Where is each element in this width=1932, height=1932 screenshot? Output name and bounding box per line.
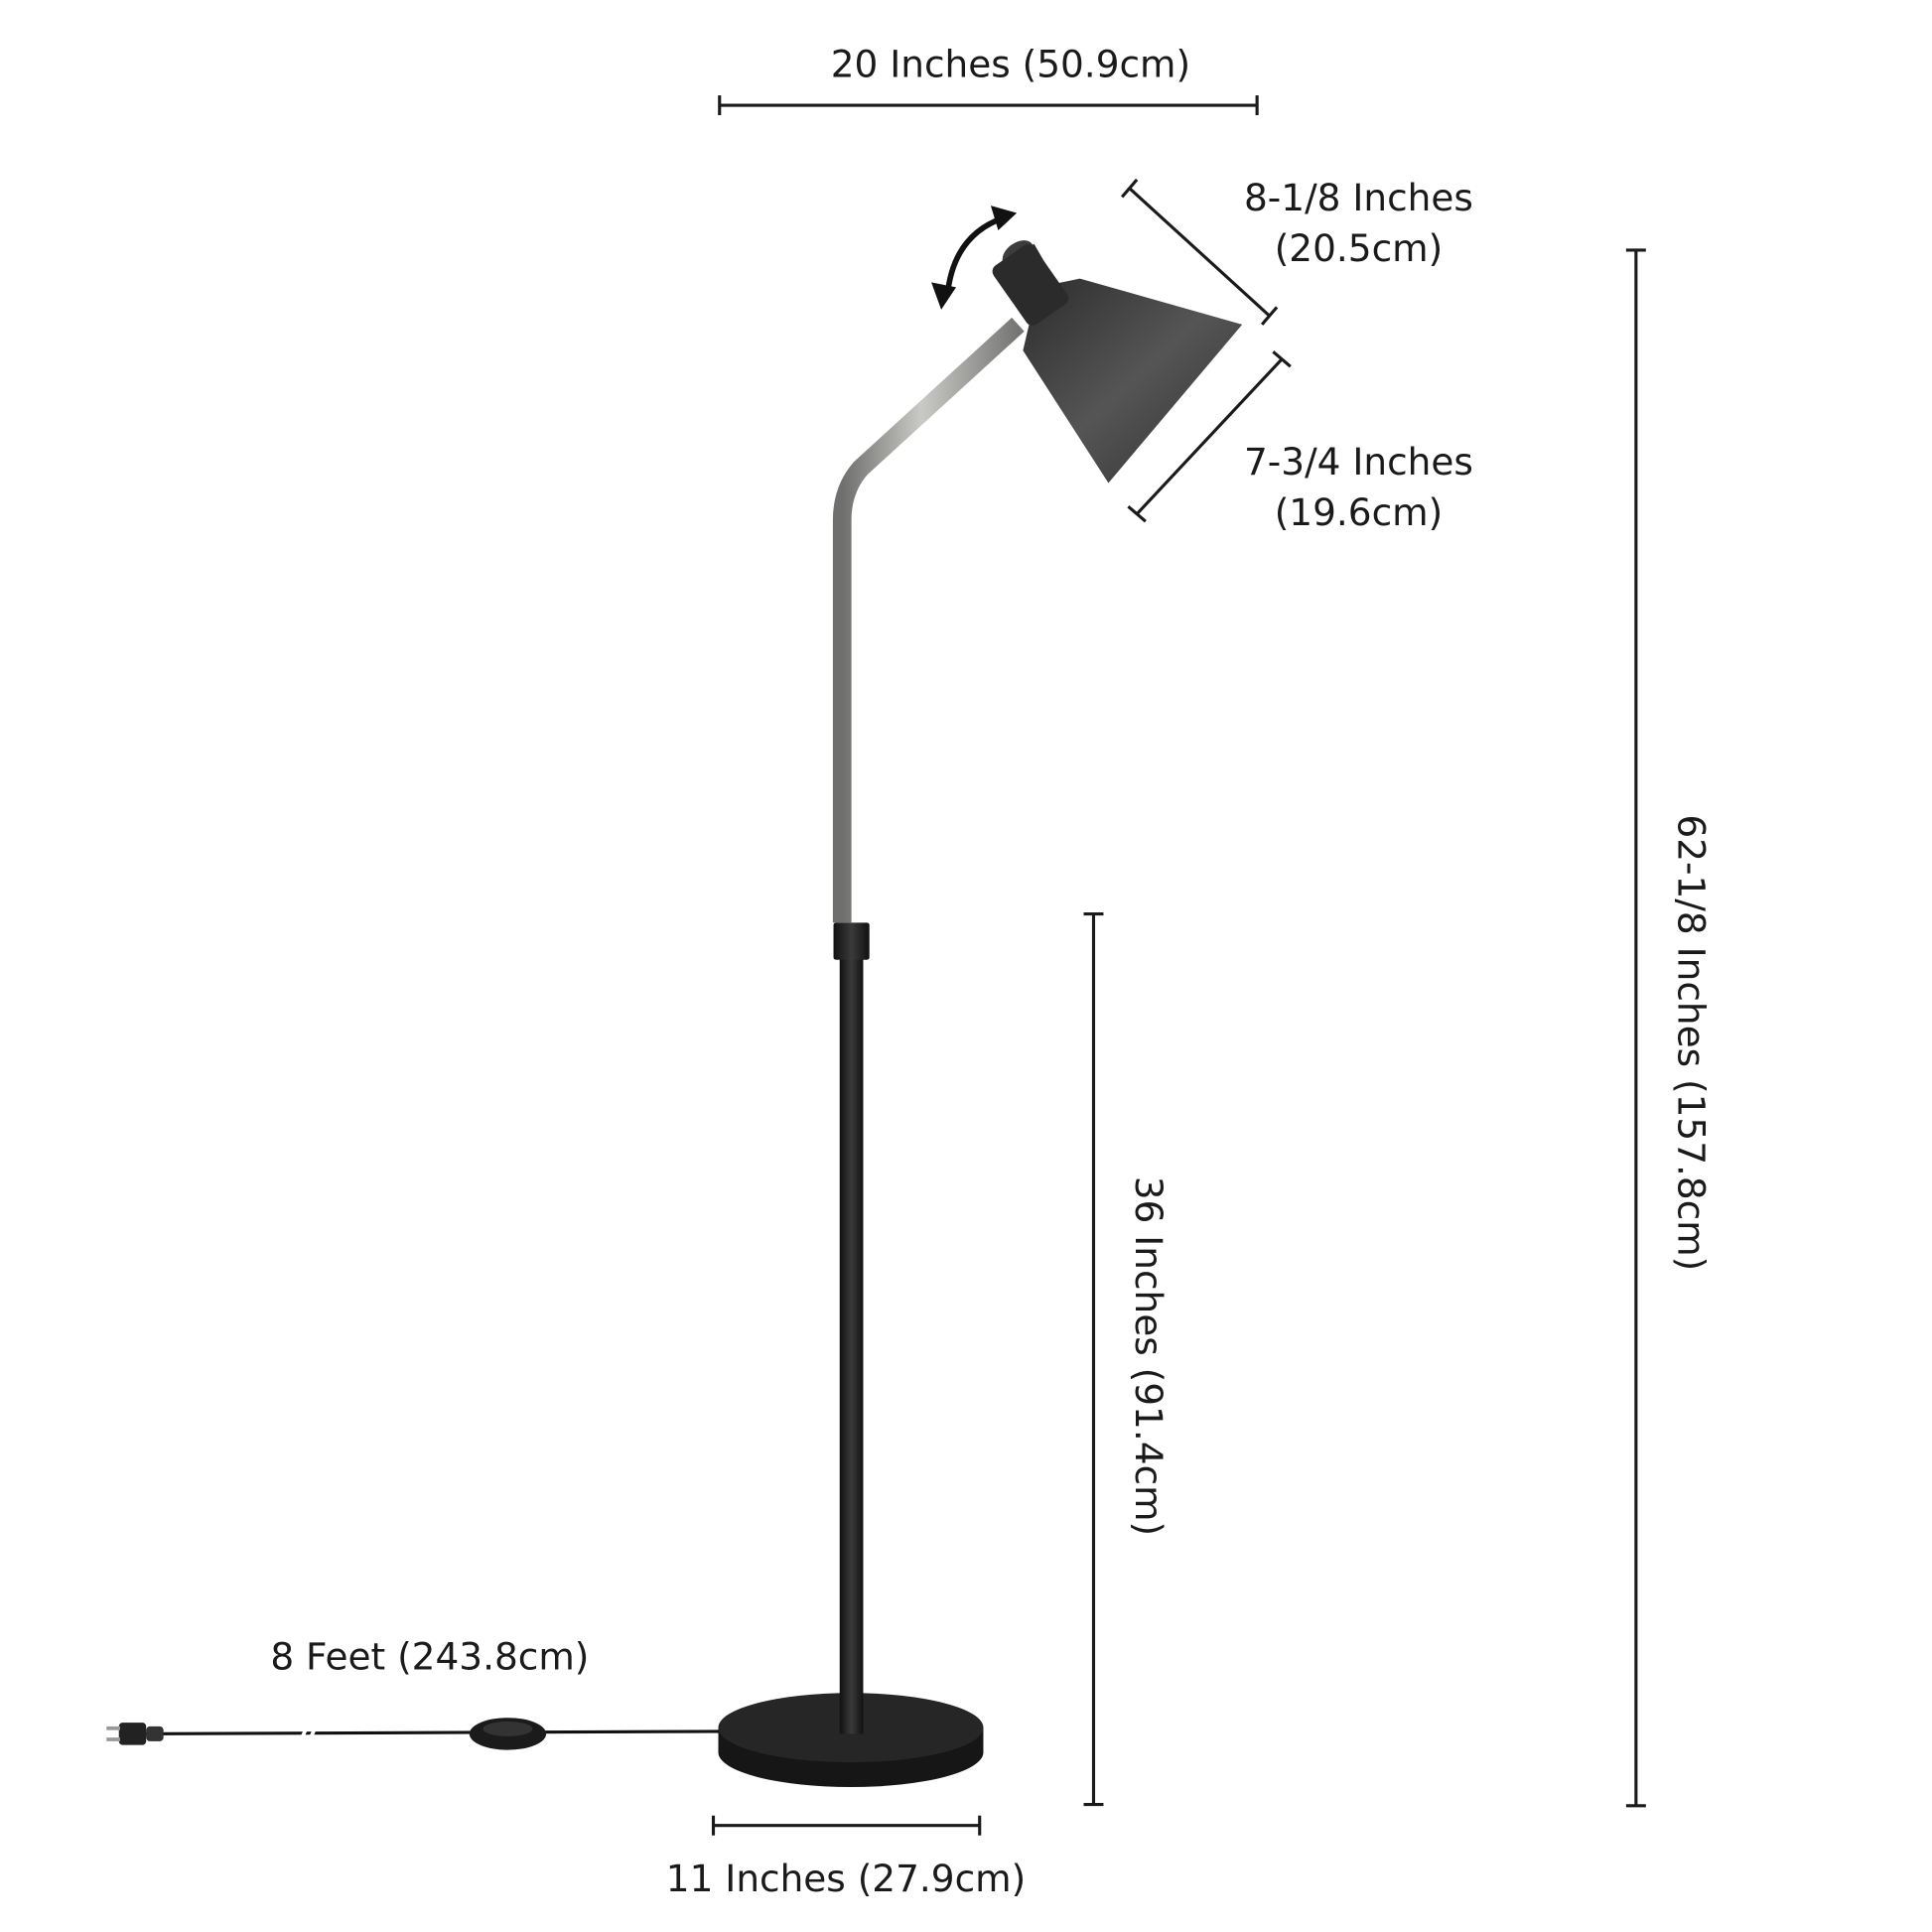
lower-pole: [839, 941, 864, 1734]
pole-height-dimension: 36 Inches (91.4cm): [1083, 912, 1171, 1807]
width-label: 20 Inches (50.9cm): [831, 42, 1190, 85]
shade-length-label: 8-1/8 Inches: [1244, 176, 1473, 219]
foot-switch: [469, 1718, 547, 1750]
shade-diameter-cm-label: (19.6cm): [1275, 490, 1443, 534]
power-cord: 8 Feet (243.8cm): [106, 1635, 725, 1750]
shade-diameter-dimension: 7-3/4 Inches (19.6cm): [1127, 350, 1473, 534]
plug-icon: [106, 1723, 164, 1745]
width-dimension: 20 Inches (50.9cm): [718, 42, 1259, 116]
lamp-shade: [992, 240, 1243, 483]
overall-height-dimension: 62-1/8 Inches (157.8cm): [1625, 248, 1713, 1808]
shade-length-dimension: 8-1/8 Inches (20.5cm): [1120, 176, 1473, 326]
pole-height-label: 36 Inches (91.4cm): [1127, 1176, 1171, 1536]
base-diameter-label: 11 Inches (27.9cm): [666, 1857, 1026, 1900]
rotate-arrows-icon: [931, 206, 1018, 310]
base-diameter-dimension: 11 Inches (27.9cm): [666, 1815, 1026, 1900]
floor-lamp: [718, 206, 1243, 1788]
shade-length-cm-label: (20.5cm): [1275, 226, 1443, 270]
upper-arm: [832, 317, 1025, 923]
pole-collar: [833, 922, 870, 960]
overall-height-label: 62-1/8 Inches (157.8cm): [1669, 814, 1713, 1271]
shade-diameter-label: 7-3/4 Inches: [1244, 440, 1473, 483]
cord-length-label: 8 Feet (243.8cm): [270, 1635, 589, 1679]
